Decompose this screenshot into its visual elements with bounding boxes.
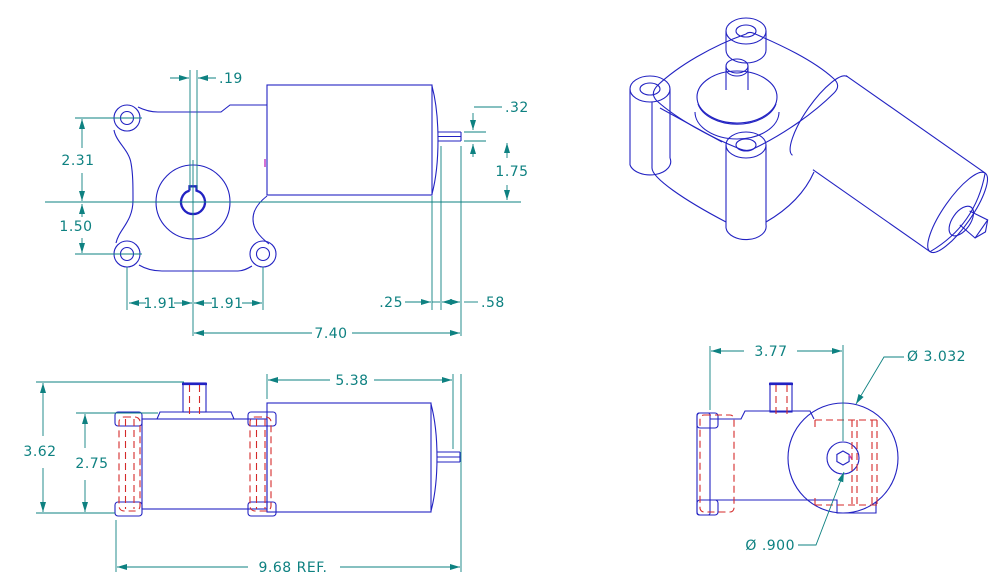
- iso-shaft-top: [725, 58, 749, 74]
- side-tab-bottom-left: [114, 501, 143, 517]
- hidden-boss-left-outer: [118, 416, 141, 512]
- dim-hub-diameter-label: Ø .900: [745, 538, 795, 554]
- end-hub-circle: [826, 441, 860, 475]
- side-view-geometry: [114, 382, 461, 517]
- dim-shaft-above-center-label: 1.75: [495, 164, 528, 180]
- dim-overall-height-label: 3.62: [23, 444, 56, 460]
- iso-motor-cap-dome: [929, 172, 986, 253]
- end-hex-socket: [836, 450, 850, 466]
- mount-boss-bottom-right: [249, 240, 277, 268]
- iso-boss-top-hole: [735, 24, 757, 38]
- front-view-geometry: [113, 84, 462, 272]
- dim-keyway-width-label: .19: [219, 71, 243, 87]
- output-bore-keyway: [179, 185, 207, 216]
- iso-boss-front-hole: [735, 138, 757, 152]
- iso-boss-left-bottom-arc: [629, 157, 672, 176]
- iso-motor: [789, 75, 989, 254]
- iso-plate-outline: [652, 31, 839, 151]
- side-motor-body: [266, 402, 432, 513]
- iso-plate-side-right: [765, 171, 815, 223]
- iso-boss-left-face: [629, 75, 671, 103]
- end-output-shaft: [769, 382, 793, 413]
- side-view: 3.62 2.75 5.38 9.68 REF.: [23, 373, 462, 576]
- isometric-view: [629, 17, 989, 254]
- dim-hole-spacing-right-label: 1.91: [210, 296, 243, 312]
- iso-motor-shaft-boss: [948, 205, 975, 237]
- iso-output-hub: [694, 58, 780, 140]
- iso-boss-left-hole: [639, 82, 661, 96]
- iso-motor-rear-rim: [789, 75, 848, 156]
- end-tab-top: [696, 412, 719, 429]
- dim-hole-above-center-label: 2.31: [61, 153, 94, 169]
- motor-end-cap: [431, 85, 439, 195]
- iso-motor-shaft-hex: [959, 210, 989, 239]
- dim-hole-spacing-left-label: 1.91: [143, 296, 176, 312]
- iso-plate-side-left: [651, 102, 727, 223]
- dim-shaft-length-label: .58: [481, 295, 505, 311]
- iso-boss-top-bottom-arc: [725, 49, 767, 64]
- dim-hole-below-center-label: 1.50: [59, 219, 92, 235]
- leader-hub-dia: [798, 471, 845, 546]
- iso-hub-rim2: [694, 111, 780, 140]
- iso-boss-left: [629, 75, 672, 176]
- side-motor-cap: [430, 403, 438, 512]
- hidden-flange-bore: [699, 414, 735, 513]
- iso-hub-rim1: [697, 103, 777, 125]
- side-hub-boss: [156, 411, 235, 420]
- dim-gearbox-width-label: 3.77: [754, 344, 787, 360]
- iso-motor-shaft-hex-edge: [974, 219, 989, 239]
- front-view: .19 2.31 1.50 1.91 1.91 .25 .58: [45, 70, 529, 342]
- iso-shaft-rim: [725, 68, 749, 77]
- iso-motor-edge-top: [845, 75, 986, 174]
- iso-hub-top: [696, 70, 778, 124]
- dim-overall-length-label: 7.40: [314, 326, 347, 342]
- end-tab-bottom: [696, 499, 719, 516]
- dim-shaft-dia-label: .32: [505, 100, 529, 116]
- dim-overall-ref-label: 9.68 REF.: [259, 560, 328, 576]
- iso-boss-front-bottom-arc: [725, 224, 767, 241]
- end-view-geometry: [696, 382, 899, 516]
- side-view-dimensions: 3.62 2.75 5.38 9.68 REF.: [23, 373, 462, 576]
- iso-boss-front: [725, 131, 767, 241]
- end-body-top-edge: [710, 410, 815, 420]
- gearbox-plate-right-edge: [252, 195, 270, 245]
- end-view: 3.77 Ø 3.032 Ø .900: [696, 344, 966, 554]
- end-view-dimensions: 3.77 Ø 3.032 Ø .900: [709, 344, 966, 554]
- gearbox-plate-left-edge: [113, 129, 134, 244]
- motor-body-outline: [266, 84, 433, 196]
- side-gearbox-body: [141, 418, 268, 510]
- iso-boss-front-face: [725, 131, 767, 159]
- iso-motor-edge-bottom: [812, 169, 931, 253]
- dim-motor-diameter-label: Ø 3.032: [907, 349, 966, 365]
- front-view-dimensions: .19 2.31 1.50 1.91 1.91 .25 .58: [45, 70, 529, 342]
- gearbox-plate-bottom-edge: [138, 264, 253, 272]
- iso-motor-cap-rim: [927, 171, 988, 254]
- iso-plate-crease: [659, 107, 723, 143]
- dim-motor-length-label: 5.38: [335, 373, 368, 389]
- gearbox-plate-top-edge: [137, 104, 267, 113]
- side-output-shaft: [182, 382, 207, 413]
- dim-gearbox-height-label: 2.75: [75, 456, 108, 472]
- end-body-bottom-edge: [710, 499, 877, 514]
- dim-end-cap-label: .25: [379, 295, 403, 311]
- iso-boss-top: [725, 17, 767, 64]
- hidden-boss-right-outer: [249, 416, 272, 512]
- mount-hole-bottom-right: [255, 246, 271, 262]
- iso-boss-top-face: [725, 17, 767, 45]
- leader-motor-dia: [855, 356, 904, 405]
